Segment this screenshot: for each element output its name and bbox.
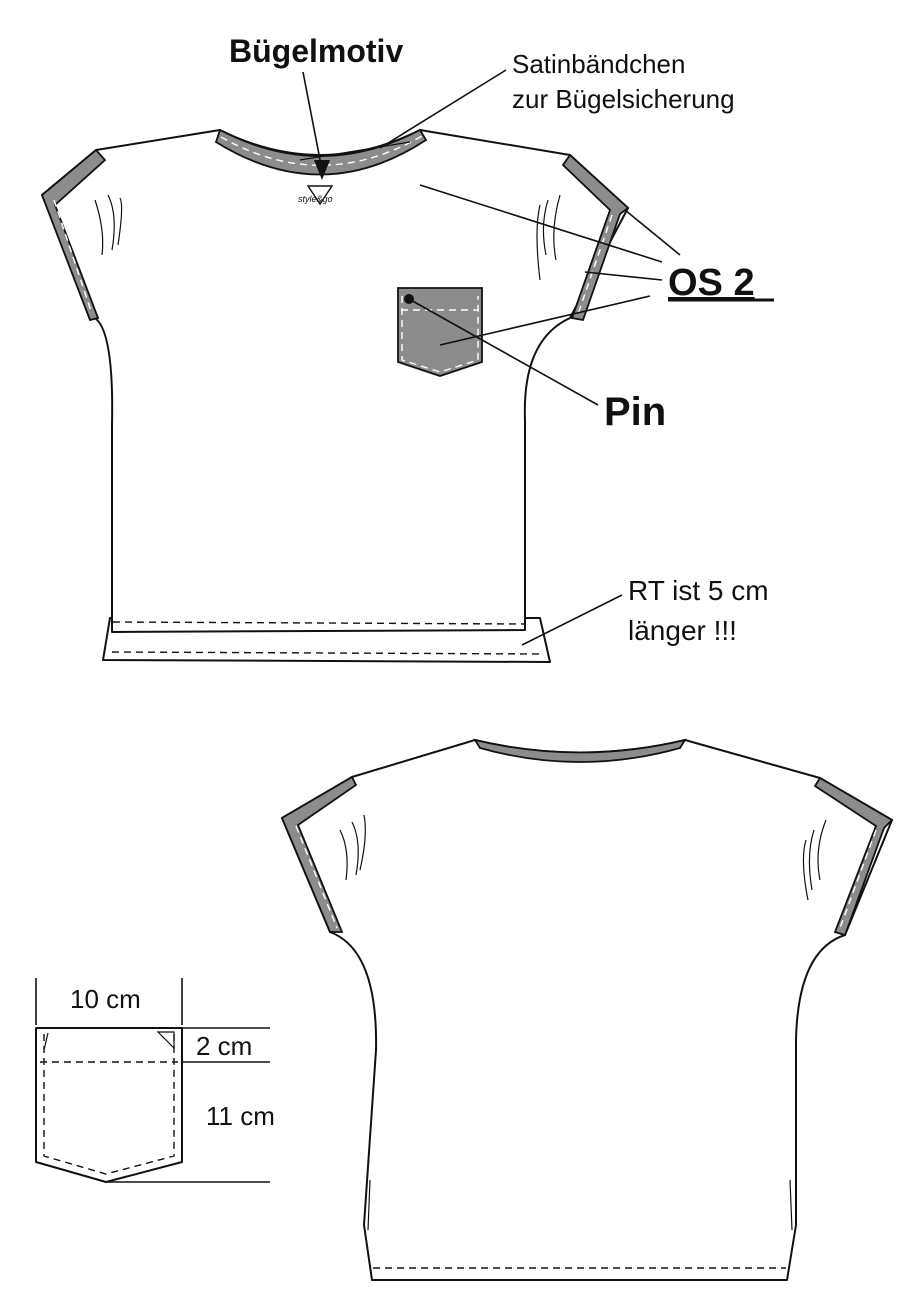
front-neckband (214, 128, 428, 176)
back-left-sleeve-folds (339, 814, 366, 881)
os2-leader-sleeve (584, 271, 663, 281)
label-buegelmotiv: Bügelmotiv (229, 33, 403, 69)
front-left-sleeve-folds (94, 194, 123, 256)
back-right-sleeve-folds (802, 819, 827, 901)
pocket-pattern-stitch (43, 1034, 175, 1175)
pocket-pattern: 10 cm 2 cm 11 cm (35, 978, 275, 1183)
back-right-sleeve-band (813, 776, 894, 937)
front-right-sleeve-stitch (577, 214, 613, 315)
pocket-height-label: 11 cm (206, 1101, 275, 1131)
back-side-slits (367, 1179, 793, 1231)
satin-ribbon (299, 141, 411, 161)
motif-arrowhead (314, 160, 330, 180)
label-os2: OS 2 (668, 262, 755, 304)
back-right-sleeve-stitch (839, 829, 877, 929)
label-pin: Pin (604, 390, 666, 434)
logo-text: style&go (298, 194, 333, 204)
os2-leader-neck (419, 184, 663, 263)
pocket-pattern-corner-marks (43, 1031, 175, 1051)
front-pocket-stitch (401, 296, 479, 373)
front-hem-stitch (112, 621, 526, 625)
label-satin-line1: Satinbändchen (512, 49, 685, 79)
label-satin-line2: zur Bügelsicherung (512, 84, 735, 114)
rt-leader (521, 594, 623, 646)
pocket-width-label: 10 cm (70, 984, 141, 1014)
back-left-sleeve-stitch (295, 825, 338, 929)
back-body-outline (281, 739, 893, 1281)
back-view (280, 738, 894, 1281)
front-left-sleeve-stitch (53, 199, 93, 315)
back-left-sleeve-band (280, 775, 358, 933)
back-neckband (473, 738, 687, 763)
front-neckband-stitch (220, 135, 423, 166)
front-body-outline (41, 129, 629, 633)
front-view: style&go (40, 128, 630, 663)
pin-leader (408, 298, 599, 406)
pocket-facing-label: 2 cm (196, 1031, 252, 1061)
label-rt-line2: länger !!! (628, 615, 737, 646)
motif-leader (302, 71, 323, 171)
front-right-sleeve-band (561, 153, 630, 322)
iron-on-motif: style&go (298, 185, 334, 206)
front-right-sleeve-folds (536, 194, 561, 281)
label-rt-line1: RT ist 5 cm (628, 575, 769, 606)
pocket-pattern-outline (35, 1027, 183, 1183)
os2-leader-shoulder (624, 209, 681, 256)
satin-leader (379, 69, 507, 149)
leader-lines (302, 69, 681, 646)
pocket-width-guides (35, 978, 183, 1025)
